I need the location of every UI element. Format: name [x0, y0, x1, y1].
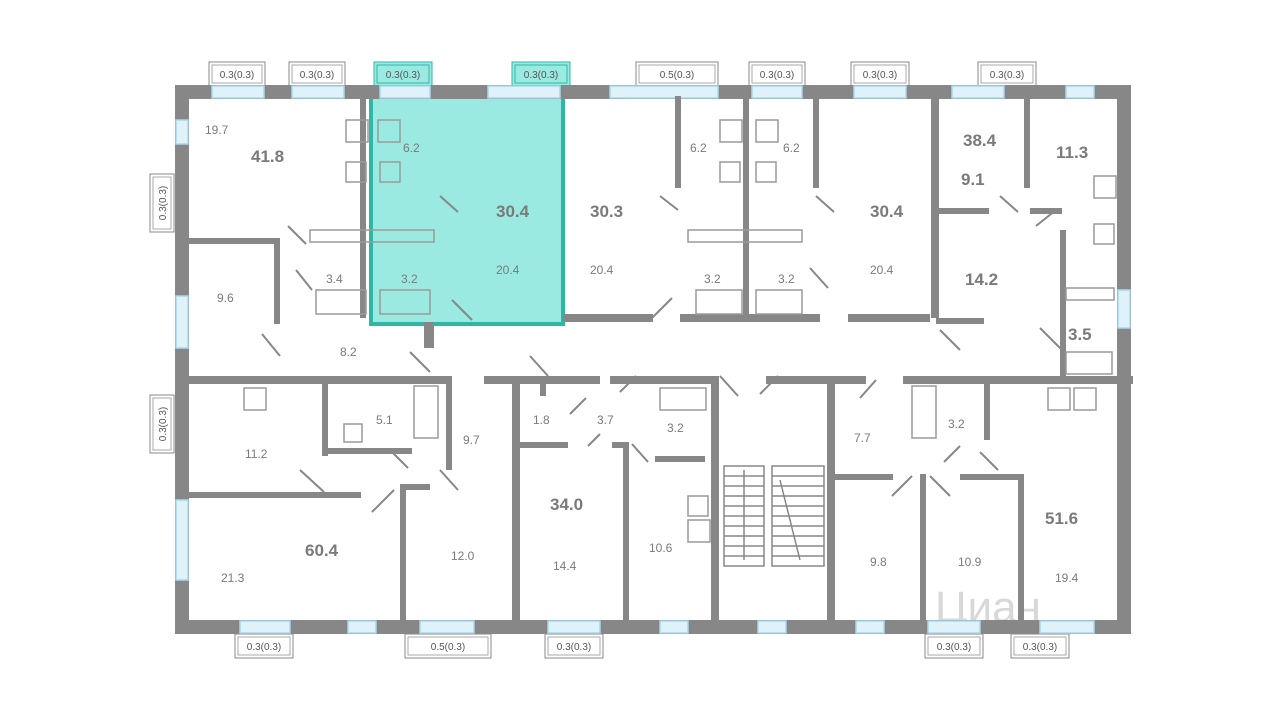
- area-label: 3.2: [778, 272, 795, 286]
- balcony-label: 0.3(0.3): [863, 70, 897, 81]
- balcony-label: 0.5(0.3): [431, 642, 465, 653]
- area-label: 9.1: [961, 170, 985, 189]
- fixtures: [243, 119, 1117, 543]
- area-label: 19.7: [205, 123, 229, 137]
- area-labels: 41.8 19.7 6.2 30.4 20.4 3.4 3.2 30.3 20.…: [205, 123, 1092, 585]
- balcony-label: 0.3(0.3): [937, 642, 971, 653]
- area-label: 5.1: [376, 413, 393, 427]
- area-label: 3.2: [948, 417, 965, 431]
- area-label: 3.7: [597, 413, 614, 427]
- area-label: 8.2: [340, 345, 357, 359]
- area-label: 38.4: [963, 131, 997, 150]
- area-label: 30.4: [496, 202, 530, 221]
- area-label: 10.6: [649, 541, 673, 555]
- area-label: 11.3: [1056, 143, 1088, 162]
- doors: [261, 195, 1063, 513]
- area-label: 14.4: [553, 559, 577, 573]
- area-label: 20.4: [496, 263, 520, 277]
- balcony: 0.3(0.3): [234, 633, 294, 659]
- balcony-highlighted: 0.3(0.3): [511, 61, 571, 87]
- highlighted-apartment[interactable]: [369, 86, 565, 326]
- balcony-label: 0.3(0.3): [247, 642, 281, 653]
- balcony-label: 0.3(0.3): [386, 70, 420, 81]
- balcony: 0.3(0.3): [544, 633, 604, 659]
- area-label: 9.8: [870, 555, 887, 569]
- balcony: 0.3(0.3): [1010, 633, 1070, 659]
- area-label: 30.3: [590, 202, 623, 221]
- area-label: 11.2: [245, 447, 268, 461]
- area-label: 9.7: [463, 433, 480, 447]
- area-label: 30.4: [870, 202, 904, 221]
- area-label: 10.9: [958, 555, 982, 569]
- area-label: 6.2: [403, 141, 420, 155]
- balcony-label: 0.3(0.3): [524, 70, 558, 81]
- area-label: 20.4: [590, 263, 614, 277]
- area-label: 1.8: [533, 413, 550, 427]
- area-label: 60.4: [305, 541, 339, 560]
- area-label: 3.2: [401, 272, 418, 286]
- balcony: 0.3(0.3): [924, 633, 984, 659]
- balcony-label: 0.3(0.3): [557, 642, 591, 653]
- balcony-label: 0.3(0.3): [158, 407, 169, 441]
- area-label: 3.2: [667, 421, 684, 435]
- staircase: [723, 465, 825, 567]
- balconies-bottom: 0.3(0.3) 0.5(0.3) 0.3(0.3) 0.3(0.3) 0.3(…: [234, 633, 1070, 659]
- area-label: 3.4: [326, 272, 343, 286]
- balcony: 0.3(0.3): [208, 61, 266, 87]
- area-label: 6.2: [690, 141, 707, 155]
- balcony: 0.5(0.3): [635, 61, 719, 87]
- balcony-label: 0.3(0.3): [1023, 642, 1057, 653]
- balcony-label: 0.3(0.3): [220, 70, 254, 81]
- balcony-label: 0.3(0.3): [990, 70, 1024, 81]
- area-label: 41.8: [251, 147, 284, 166]
- area-label: 51.6: [1045, 509, 1078, 528]
- balcony: 0.3(0.3): [850, 61, 910, 87]
- balcony: 0.3(0.3): [149, 173, 175, 233]
- area-label: 6.2: [783, 141, 800, 155]
- area-label: 9.6: [217, 291, 234, 305]
- balcony: 0.3(0.3): [977, 61, 1037, 87]
- area-label: 21.3: [221, 571, 245, 585]
- interior-walls: [189, 96, 1133, 624]
- area-label: 14.2: [965, 270, 998, 289]
- balcony-label: 0.5(0.3): [660, 70, 694, 81]
- balcony-label: 0.3(0.3): [300, 70, 334, 81]
- balcony-label: 0.3(0.3): [760, 70, 794, 81]
- balcony-label: 0.3(0.3): [158, 186, 169, 220]
- balcony: 0.3(0.3): [748, 61, 806, 87]
- balcony-highlighted: 0.3(0.3): [373, 61, 433, 87]
- area-label: 20.4: [870, 263, 894, 277]
- area-label: 7.7: [854, 431, 871, 445]
- balcony: 0.5(0.3): [404, 633, 492, 659]
- balcony: 0.3(0.3): [288, 61, 346, 87]
- balconies-left: 0.3(0.3) 0.3(0.3): [149, 173, 175, 454]
- area-label: 12.0: [451, 549, 475, 563]
- area-label: 34.0: [550, 495, 583, 514]
- area-label: 19.4: [1055, 571, 1079, 585]
- area-label: 3.2: [704, 272, 721, 286]
- windows: [175, 85, 1131, 634]
- balcony: 0.3(0.3): [149, 394, 175, 454]
- balconies-top: 0.3(0.3) 0.3(0.3) 0.3(0.3) 0.3(0.3) 0.5(…: [208, 61, 1037, 87]
- area-label: 3.5: [1068, 325, 1092, 344]
